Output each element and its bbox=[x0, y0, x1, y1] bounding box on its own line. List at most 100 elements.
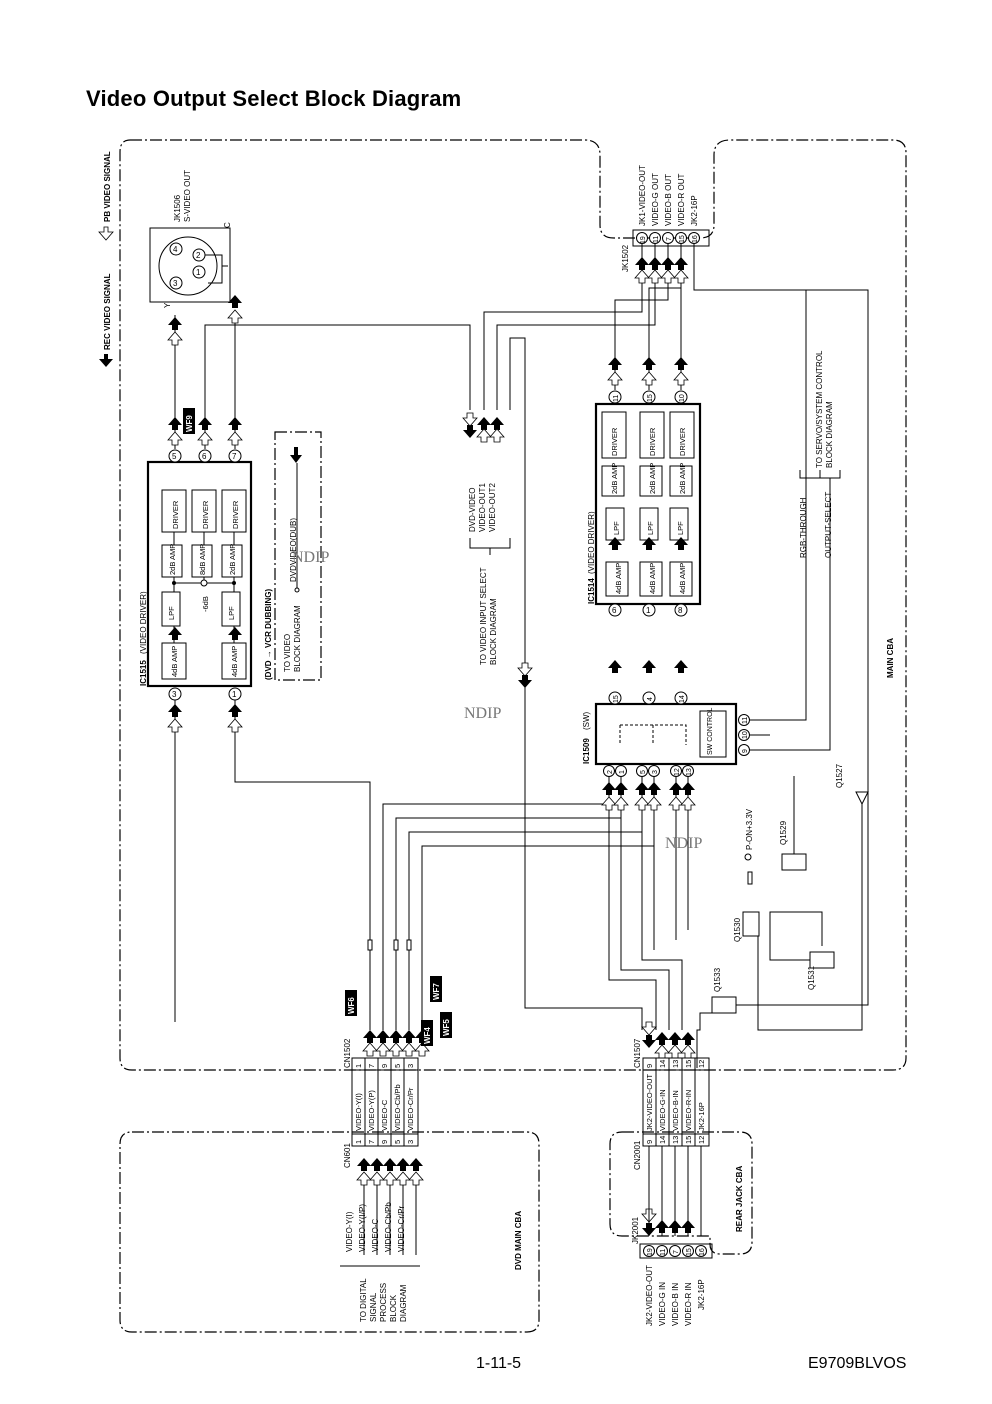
ic1509-pin-14: 14 bbox=[679, 695, 686, 703]
ic1509-pin-11: 11 bbox=[742, 717, 749, 724]
vin-to-1: TO VIDEO INPUT SELECT bbox=[479, 567, 488, 665]
ic1509-pin-3: 3 bbox=[652, 770, 659, 774]
wf4-label: WF4 bbox=[423, 1027, 432, 1044]
legend-pb-label: PB VIDEO SIGNAL bbox=[103, 151, 112, 222]
q1531-symbol bbox=[809, 951, 835, 969]
ic1509-pin-9: 9 bbox=[742, 749, 749, 753]
jk2001-box bbox=[639, 1243, 713, 1259]
jk2001-pin-4: 15 bbox=[686, 1248, 693, 1256]
cn1502-name: CN1502 bbox=[343, 1038, 352, 1068]
cn1507-num-3: 13 bbox=[671, 1060, 680, 1068]
wf6-label: WF6 bbox=[347, 997, 356, 1014]
ic1514-amp-out-3: 2dB AMP bbox=[678, 463, 687, 494]
wf5-label: WF5 bbox=[442, 1019, 451, 1036]
ic1515-lpf-1: LPF bbox=[167, 606, 176, 620]
ic1514-lpf-3: LPF bbox=[676, 521, 685, 535]
ic1509-pin-2: 2 bbox=[607, 770, 614, 774]
ic1515-pin-3: 3 bbox=[172, 690, 177, 699]
dvd-to-2: SIGNAL bbox=[369, 1292, 378, 1322]
ic1514-driver-1: DRIVER bbox=[610, 427, 619, 456]
jk1502-pin-11: 11 bbox=[653, 236, 660, 243]
dvd-to-1: TO DIGITAL bbox=[359, 1278, 368, 1322]
ic1514-amp-out-1: 2dB AMP bbox=[610, 463, 619, 494]
cn1507-num-4: 15 bbox=[684, 1060, 693, 1068]
dub-to-1: TO VIDEO bbox=[283, 634, 292, 672]
page-number: 1-11-5 bbox=[476, 1355, 522, 1372]
ic1514-amp-out-2: 2dB AMP bbox=[648, 463, 657, 494]
vin-signal-2: VIDEO-OUT1 bbox=[478, 483, 487, 532]
dvd-sig-5: VIDEO-Cr/Pr bbox=[397, 1205, 406, 1252]
q1533-symbol bbox=[711, 996, 737, 1014]
jk1502-label-3: VIDEO-B OUT bbox=[664, 174, 673, 226]
cn601-num-7: 7 bbox=[367, 1140, 376, 1144]
ic1514-lpf-1: LPF bbox=[612, 521, 621, 535]
cn2001-name: CN2001 bbox=[633, 1140, 642, 1170]
cn1507-box bbox=[642, 1057, 710, 1147]
jk2001-name: JK2001 bbox=[631, 1216, 640, 1244]
dvd-cba-outline bbox=[119, 1131, 540, 1333]
jk1502-label-1: JK1-VIDEO-OUT bbox=[638, 165, 647, 226]
servo-sig-2: OUTPUT-SELECT bbox=[824, 492, 833, 558]
jk1506-pin-4: 4 bbox=[173, 245, 178, 254]
jk1502-pin-15: 15 bbox=[679, 235, 686, 243]
jk1506-pin-1: 1 bbox=[196, 268, 201, 277]
ic1514-amp-in-1: 4dB AMP bbox=[614, 563, 623, 594]
cn1507-sig-5: JK2-16P bbox=[697, 1102, 706, 1131]
jk2001-label-1: JK2-VIDEO-OUT bbox=[645, 1265, 654, 1326]
cn1507-num-2: 14 bbox=[658, 1060, 667, 1068]
rec-arrow-icon bbox=[99, 354, 113, 367]
jk2001-pin-3: 7 bbox=[673, 1250, 680, 1254]
ic1515-amp-in-2: 4dB AMP bbox=[230, 646, 239, 677]
ic1515-att: -6dB bbox=[201, 596, 210, 612]
jk2001-label-5: JK2-16P bbox=[697, 1279, 706, 1310]
q1530-symbol bbox=[742, 911, 760, 937]
cn1507-sig-2: VIDEO-G-IN bbox=[658, 1089, 667, 1131]
cn1502-num-5: 5 bbox=[393, 1064, 402, 1068]
ic1509-block bbox=[594, 702, 738, 766]
jk1506-name: JK1506 bbox=[173, 194, 182, 222]
cn1507-name: CN1507 bbox=[633, 1038, 642, 1068]
jk1506-y-label: Y bbox=[163, 302, 172, 308]
ic1515-pin-7: 7 bbox=[232, 452, 237, 461]
ic1509-title: IC1509 bbox=[582, 738, 591, 764]
ic1514-pin-8: 8 bbox=[678, 606, 683, 615]
dvd-sig-1: VIDEO-Y(I) bbox=[345, 1211, 354, 1252]
cn601-name: CN601 bbox=[343, 1143, 352, 1168]
jk1502-pin-19: 19 bbox=[640, 236, 647, 244]
document-code: E9709BLVOS bbox=[808, 1355, 907, 1372]
ic1515-pins bbox=[168, 449, 242, 701]
cn1502-sig-5: VIDEO-Cr/Pr bbox=[406, 1087, 415, 1131]
ic1514-pin-1: 1 bbox=[646, 606, 651, 615]
cn1507-num-5: 12 bbox=[697, 1060, 706, 1068]
jk1506-desc: S-VIDEO OUT bbox=[183, 170, 192, 222]
ic1515-driver-2: DRIVER bbox=[201, 500, 210, 529]
jk1506-connector bbox=[149, 227, 231, 303]
cn601-num-9: 9 bbox=[380, 1140, 389, 1144]
ic1509-pin-1: 1 bbox=[619, 770, 626, 774]
ic1515-func: (VIDEO DRIVER) bbox=[139, 591, 148, 654]
jk2001-pin-5: 16 bbox=[699, 1248, 706, 1256]
ic1514-pin-15: 15 bbox=[647, 394, 654, 402]
cn2001-num-3: 13 bbox=[671, 1136, 680, 1144]
pon-label: P-ON+3.3V bbox=[745, 808, 754, 850]
jk2001-pin-1: 19 bbox=[647, 1248, 654, 1256]
jk1506-pin-3: 3 bbox=[173, 279, 178, 288]
cn1502-num-9: 9 bbox=[380, 1064, 389, 1068]
legend-rec-label: REC VIDEO SIGNAL bbox=[103, 273, 112, 350]
ic1515-amp-in-1: 4dB AMP bbox=[170, 646, 179, 677]
ic1514-lpf-2: LPF bbox=[646, 521, 655, 535]
rear-cba-label: REAR JACK CBA bbox=[735, 1166, 744, 1232]
q1533-label: Q1533 bbox=[713, 967, 722, 992]
dvd-sig-2: VIDEO-Y(I/P) bbox=[358, 1204, 367, 1252]
servo-to-2: BLOCK DIAGRAM bbox=[825, 401, 834, 468]
ic1509-ctrl-label: SW CONTROL bbox=[707, 707, 714, 755]
dub-arrow-icon bbox=[290, 447, 302, 463]
ic1515-driver-3: DRIVER bbox=[231, 500, 240, 529]
ic1515-title: IC1515 bbox=[139, 660, 148, 686]
watermark-1: NDIP bbox=[292, 549, 329, 566]
cn2001-num-4: 15 bbox=[684, 1136, 693, 1144]
cn1502-num-1: 1 bbox=[354, 1064, 363, 1068]
vin-signal-3: VIDEO-OUT2 bbox=[488, 483, 497, 532]
cn1502-sig-1: VIDEO-Y(I) bbox=[354, 1093, 363, 1131]
cn1502-num-7: 7 bbox=[367, 1064, 376, 1068]
